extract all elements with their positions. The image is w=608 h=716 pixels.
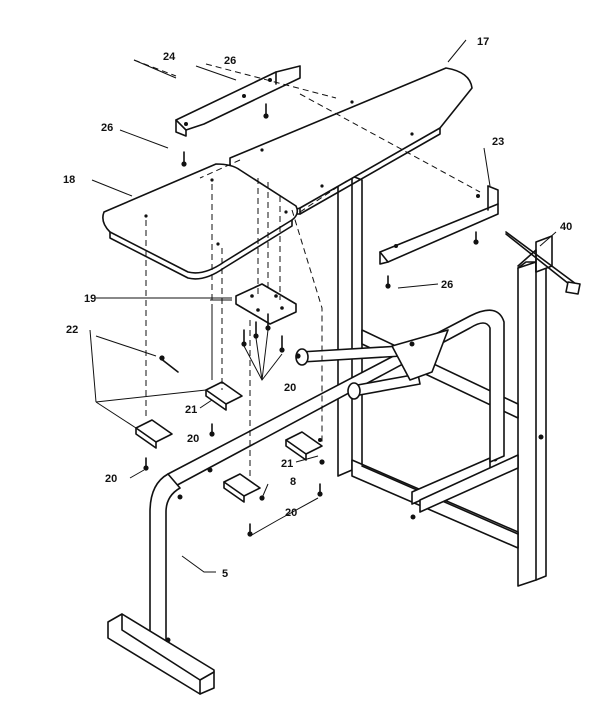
mounting-plate-19 — [210, 283, 297, 325]
callout-21-left: 21 — [185, 404, 197, 416]
callout-22: 22 — [66, 324, 78, 336]
bracket-21-right — [223, 431, 323, 503]
callout-20-left: 20 — [105, 473, 117, 485]
bracket-21-left — [95, 381, 243, 449]
callout-26-right: 26 — [441, 279, 453, 291]
callout-20-mid: 20 — [187, 433, 199, 445]
callout-40: 40 — [560, 221, 572, 233]
callout-21-right: 21 — [281, 458, 293, 470]
callout-19: 19 — [84, 293, 96, 305]
callout-18: 18 — [63, 174, 75, 186]
assembly-lines — [133, 59, 481, 480]
pivot-bracket — [505, 231, 581, 295]
callout-17: 17 — [477, 36, 489, 48]
callout-20-bottom: 20 — [285, 507, 297, 519]
seat-pad — [102, 163, 299, 280]
callout-26-left: 26 — [101, 122, 113, 134]
callout-labels: 17 24 26 26 18 23 40 26 19 22 20 21 20 2… — [63, 36, 572, 580]
bracket-24 — [175, 65, 301, 137]
callout-24: 24 — [163, 51, 176, 63]
callout-5: 5 — [222, 568, 228, 580]
callout-26-top: 26 — [224, 55, 236, 67]
main-frame — [107, 309, 505, 695]
callout-20-center: 20 — [284, 382, 296, 394]
leader-lines — [89, 39, 557, 573]
callout-23: 23 — [492, 136, 504, 148]
bracket-23 — [379, 185, 499, 265]
callout-8: 8 — [290, 476, 296, 488]
